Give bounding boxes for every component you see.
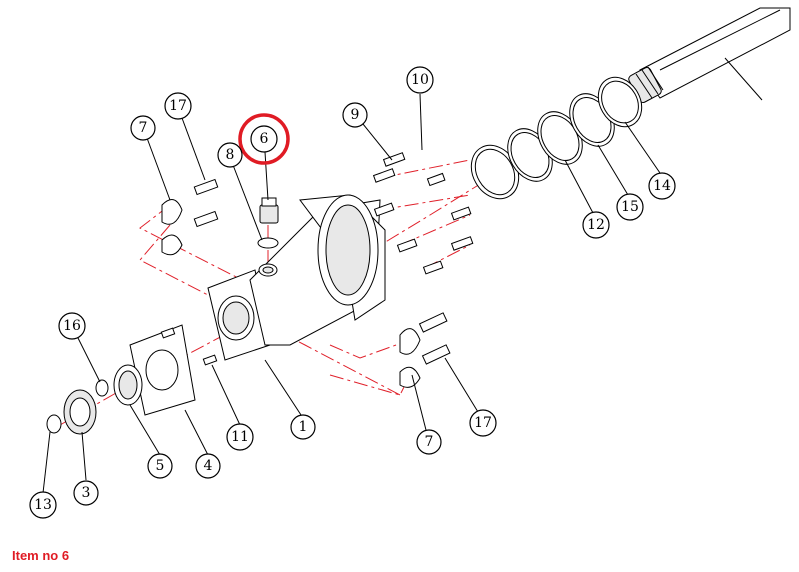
svg-text:8: 8 bbox=[226, 147, 235, 163]
callout-16: 16 bbox=[58, 312, 86, 340]
svg-text:11: 11 bbox=[231, 429, 249, 445]
callout-13: 13 bbox=[29, 491, 57, 519]
callout-12: 12 bbox=[582, 211, 610, 239]
callout-6: 6 bbox=[250, 125, 278, 153]
callout-5: 5 bbox=[147, 453, 173, 479]
svg-text:5: 5 bbox=[156, 458, 165, 474]
svg-text:9: 9 bbox=[351, 107, 360, 123]
callout-7-lower: 7 bbox=[416, 429, 442, 455]
bevel-gear bbox=[46, 389, 97, 435]
callout-8: 8 bbox=[217, 142, 243, 168]
svg-text:3: 3 bbox=[82, 485, 91, 501]
exploded-parts-diagram: 1 3 4 5 6 7 7 8 9 10 11 12 13 14 15 16 1… bbox=[29, 7, 791, 519]
item-caption: Item no 6 bbox=[12, 548, 70, 563]
callout-17-lower: 17 bbox=[469, 409, 497, 437]
callout-10: 10 bbox=[406, 66, 434, 94]
svg-text:6: 6 bbox=[260, 131, 269, 147]
shim-rings bbox=[470, 76, 643, 200]
svg-text:17: 17 bbox=[169, 98, 187, 114]
drive-shaft bbox=[628, 7, 791, 103]
svg-text:14: 14 bbox=[653, 178, 671, 194]
svg-text:12: 12 bbox=[587, 217, 605, 233]
gasket-plate bbox=[129, 324, 196, 416]
svg-text:10: 10 bbox=[411, 72, 429, 88]
svg-text:13: 13 bbox=[34, 497, 52, 513]
breather-plug bbox=[257, 197, 279, 249]
callout-15: 15 bbox=[616, 193, 644, 221]
callout-14: 14 bbox=[648, 172, 676, 200]
bolts bbox=[160, 152, 474, 366]
leader-lines bbox=[42, 57, 763, 494]
svg-text:1: 1 bbox=[299, 419, 308, 435]
callout-7-upper: 7 bbox=[130, 115, 156, 141]
callout-3: 3 bbox=[73, 480, 99, 506]
callout-11: 11 bbox=[226, 423, 254, 451]
callout-17-upper: 17 bbox=[164, 92, 192, 120]
svg-text:7: 7 bbox=[425, 434, 434, 450]
callout-9: 9 bbox=[342, 102, 368, 128]
callout-4: 4 bbox=[195, 453, 221, 479]
axle-housing bbox=[207, 194, 386, 361]
svg-text:17: 17 bbox=[474, 415, 492, 431]
svg-text:15: 15 bbox=[621, 199, 639, 215]
callout-1: 1 bbox=[290, 414, 316, 440]
svg-text:16: 16 bbox=[63, 318, 81, 334]
retaining-clips bbox=[161, 199, 421, 388]
bearing bbox=[95, 364, 143, 406]
svg-text:4: 4 bbox=[204, 458, 213, 474]
svg-text:7: 7 bbox=[139, 120, 148, 136]
highlight-ring bbox=[238, 113, 290, 165]
